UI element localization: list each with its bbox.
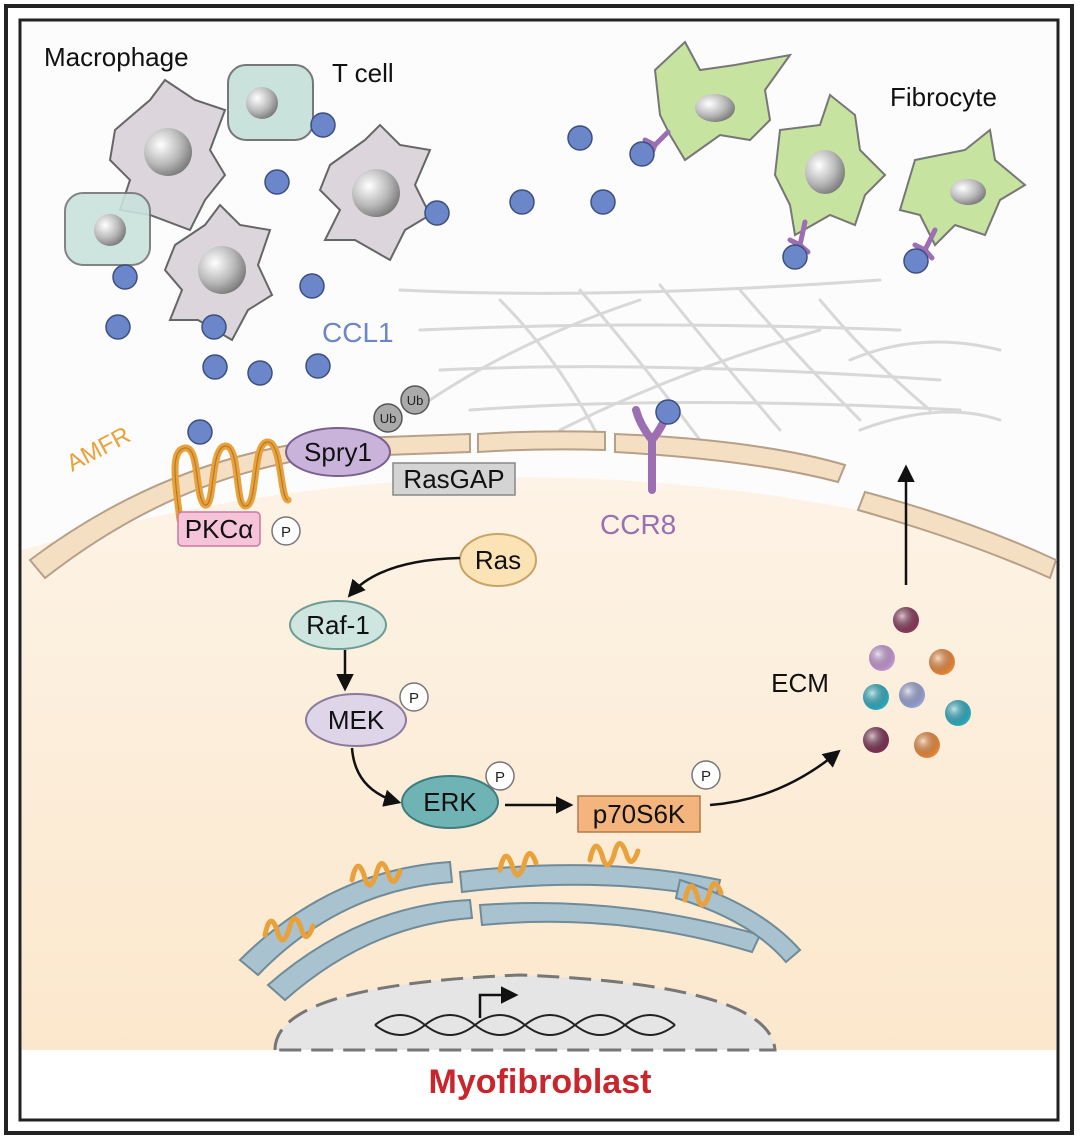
arrow-mek-to-erk [350,747,402,807]
ub-badge-1 [373,403,403,433]
p70s6k-label: p70S6K [593,799,686,829]
rasgap-label: RasGAP [403,464,504,494]
p70s6k-node [577,795,701,833]
arrow-p70s6k-to-ecm [709,749,841,807]
macrophage-cell-3 [163,203,274,342]
t-cell-2 [64,192,151,266]
ccl1-dot [424,200,450,226]
spry1-label: Spry1 [304,437,372,467]
ccl1-dot [903,248,929,274]
raf1-label: Raf-1 [306,610,370,640]
t-cell-label: T cell [332,58,394,88]
ecm-particle-highlight [863,684,889,710]
fibrocyte-cell-3 [898,128,1027,247]
amfr-coil-outline [174,441,289,521]
ccl1-dot [202,354,228,380]
macrophage-cell-2 [318,123,432,262]
ccl1-dot [310,112,336,138]
raf1-node [289,600,387,650]
ecm-label: ECM [771,668,829,698]
ecm-particle-highlight [893,607,919,633]
ccl1-dot [105,314,131,340]
ccl1-dot [264,169,290,195]
ccl1-label: CCL1 [322,317,394,348]
ecm-particle-highlight [929,649,955,675]
ccr8-label: CCR8 [600,509,676,540]
ras-node [459,533,537,587]
ccl1-dot [201,314,227,340]
ccl1-dot [590,189,616,215]
erk-phospho-label: P [495,769,505,786]
bottom-band [22,1050,1056,1118]
pkc-phospho-label: P [281,524,291,541]
erk-phospho-badge [485,761,515,791]
ccl1-dot [782,244,808,270]
dna-strand [374,1014,676,1036]
ecm-particle-highlight [869,645,895,671]
ccr8-bound-ccl1 [655,399,681,425]
ccl1-dot [187,419,213,445]
cytoplasm-region [22,477,1056,1118]
ecm-particle-highlight [945,700,971,726]
ccl1-ligands [105,112,929,445]
pkc-phospho-badge [271,516,301,546]
rasgap-node [392,462,516,496]
erk-label: ERK [423,787,477,817]
spry1-node [285,427,391,477]
ecm-particle-highlight [899,682,925,708]
t-cell-1 [227,64,314,141]
nucleus [273,973,777,1052]
ccl1-dot [305,353,331,379]
pathway-arrows [336,464,915,814]
fibrocyte-cell-1 [653,40,793,162]
ccl1-dot [509,189,535,215]
ecm-particle-highlight [914,732,940,758]
pkc-label: PKCα [185,514,254,544]
myofibroblast-title: Myofibroblast [429,1063,652,1101]
ccl1-dot [299,273,325,299]
p70s6k-phospho-badge [691,760,721,790]
ccl1-dot [247,360,273,386]
mek-phospho-badge [399,682,429,712]
macrophage-label: Macrophage [44,42,189,72]
cell-membrane [28,430,1058,580]
ccl1-dot [112,264,138,290]
macrophage-cell-1 [108,78,227,232]
transcription-start-arrow [478,986,519,1018]
ccl1-dot [567,125,593,151]
ub-label-2: Ub [407,393,424,408]
ras-label: Ras [475,545,521,575]
erk-node [401,775,499,829]
pkc-node [177,511,261,547]
ub-label-1: Ub [380,411,397,426]
arrow-ras-to-raf1 [347,556,461,598]
ecm-particle-highlight [863,727,889,753]
mek-label: MEK [328,705,385,735]
p70s6k-phospho-label: P [701,768,711,785]
ccl1-dot [629,141,655,167]
ecm-particles [863,607,971,758]
mek-phospho-label: P [409,690,419,707]
ub-badge-2 [400,385,430,415]
er-amfr-coils [262,841,724,943]
ecm-fibers [398,278,1002,442]
fibrocyte-label: Fibrocyte [890,82,997,112]
fibrocyte-cell-2 [773,93,887,237]
mek-node [305,693,407,747]
